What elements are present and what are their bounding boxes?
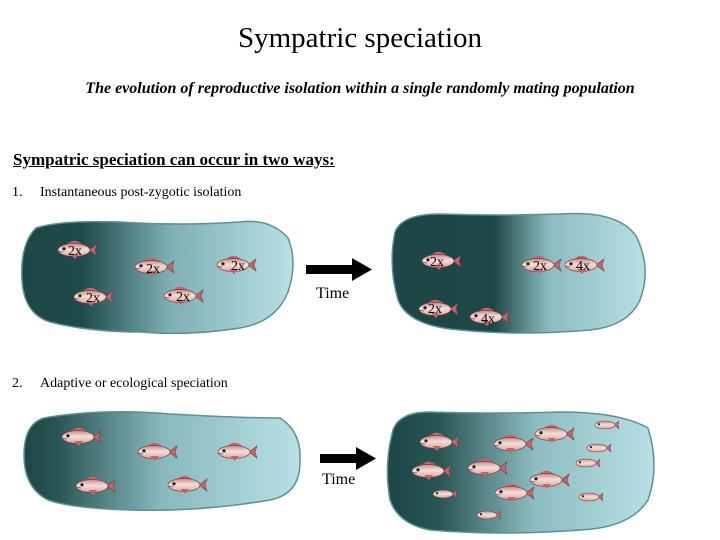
pond-two-niches bbox=[386, 411, 655, 534]
section-heading: Sympatric speciation can occur in two wa… bbox=[13, 150, 335, 169]
time-arrow: Time bbox=[320, 447, 376, 488]
ploidy-label: 4x bbox=[576, 259, 590, 274]
ploidy-label: 2x bbox=[176, 290, 190, 305]
list-item-text: Instantaneous post-zygotic isolation bbox=[40, 185, 242, 200]
pond-shape bbox=[391, 212, 646, 334]
ploidy-label: 2x bbox=[533, 259, 547, 274]
ploidy-label: 2x bbox=[146, 262, 160, 277]
pond-shape bbox=[21, 220, 294, 335]
list-item-instantaneous: 1. Instantaneous post-zygotic isolation bbox=[12, 185, 241, 201]
page-subtitle: The evolution of reproductive isolation … bbox=[85, 80, 635, 97]
list-item-text: Adaptive or ecological speciation bbox=[40, 376, 228, 391]
ploidy-label: 2x bbox=[430, 255, 444, 270]
pond-before-polyploidy: 2x 2x 2x 2x 2x bbox=[21, 220, 294, 335]
ploidy-label: 2x bbox=[428, 302, 442, 317]
page-title: Sympatric speciation bbox=[237, 22, 483, 54]
list-item-number: 1. bbox=[12, 185, 23, 200]
pond-after-polyploidy: 2x 2x 4x 2x 4x bbox=[391, 212, 646, 334]
list-item-number: 2. bbox=[12, 376, 23, 391]
time-arrow: Time bbox=[306, 258, 372, 302]
time-label: Time bbox=[316, 285, 349, 302]
ploidy-label: 2x bbox=[231, 259, 245, 274]
pond-single-habitat bbox=[23, 411, 301, 512]
pond-shape bbox=[23, 411, 301, 512]
time-label: Time bbox=[322, 471, 355, 488]
list-item-adaptive: 2. Adaptive or ecological speciation bbox=[12, 376, 228, 392]
ploidy-label: 2x bbox=[68, 244, 82, 259]
ploidy-label: 2x bbox=[86, 291, 100, 306]
ploidy-label: 4x bbox=[481, 312, 495, 327]
